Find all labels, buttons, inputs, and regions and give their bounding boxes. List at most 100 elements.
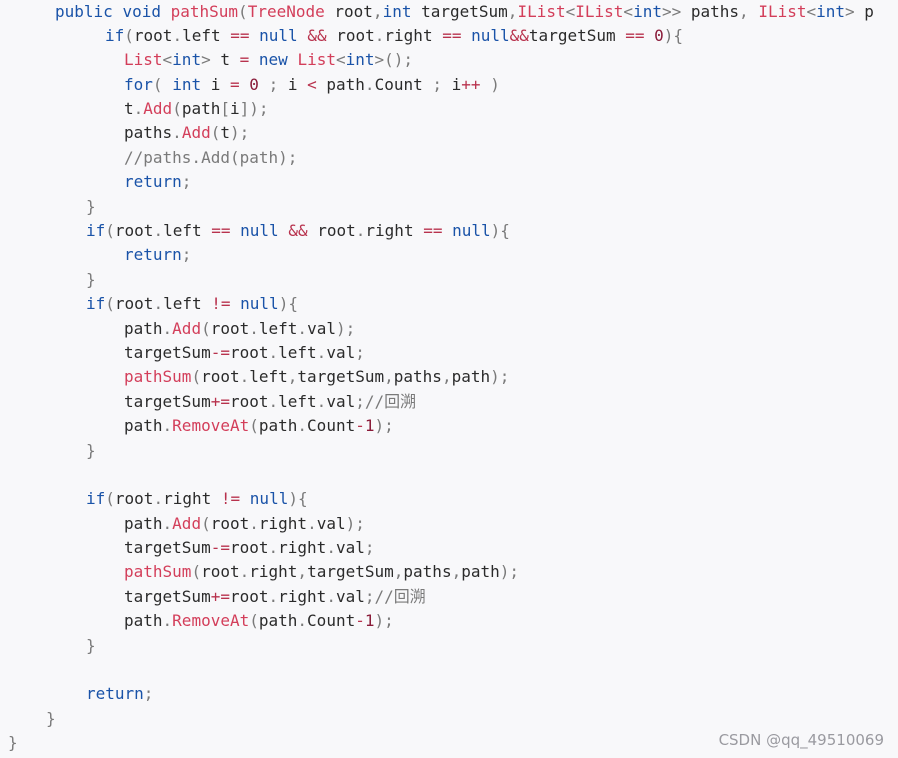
code-line: } bbox=[86, 268, 96, 292]
code-token: null bbox=[259, 26, 298, 45]
code-token: paths bbox=[403, 562, 452, 581]
code-token bbox=[161, 2, 171, 21]
code-token: == bbox=[442, 26, 462, 45]
code-token: 0 bbox=[654, 26, 664, 45]
code-token: ( bbox=[105, 221, 115, 240]
code-token: . bbox=[162, 514, 173, 533]
code-token: val bbox=[326, 392, 356, 411]
code-token: root bbox=[210, 319, 250, 338]
code-token: targetSum bbox=[528, 26, 626, 45]
code-token: path bbox=[124, 514, 163, 533]
code-token bbox=[240, 489, 250, 508]
code-token: += bbox=[210, 392, 230, 411]
code-token: < bbox=[623, 2, 634, 21]
code-token: root bbox=[133, 26, 173, 45]
code-token: , bbox=[507, 2, 518, 21]
code-token: if bbox=[86, 221, 106, 240]
code-token: ( bbox=[201, 514, 211, 533]
code-token: ( bbox=[201, 319, 211, 338]
code-token: int bbox=[172, 50, 202, 69]
code-line: return; bbox=[124, 243, 191, 267]
code-token: path bbox=[316, 75, 365, 94]
code-token bbox=[221, 26, 231, 45]
code-token: left bbox=[249, 367, 288, 386]
code-line: return; bbox=[124, 170, 191, 194]
code-token: right bbox=[278, 538, 327, 557]
code-token bbox=[240, 75, 250, 94]
code-token: ); bbox=[374, 611, 394, 630]
code-line: targetSum+=root.left.val;//回溯 bbox=[124, 390, 416, 414]
code-token: path bbox=[258, 416, 298, 435]
code-token: paths bbox=[393, 367, 442, 386]
code-token: RemoveAt bbox=[172, 416, 250, 435]
code-token: ){ bbox=[663, 26, 684, 45]
code-line: List<int> t = new List<int>(); bbox=[124, 48, 413, 72]
code-token: right bbox=[384, 26, 433, 45]
code-token: . bbox=[172, 123, 182, 142]
code-token: IList bbox=[517, 2, 566, 21]
code-token: i bbox=[201, 75, 230, 94]
code-token: , bbox=[393, 562, 404, 581]
code-token: path bbox=[451, 367, 491, 386]
code-token bbox=[645, 26, 655, 45]
code-token: . bbox=[162, 416, 173, 435]
code-token: < bbox=[335, 50, 346, 69]
code-token bbox=[298, 26, 308, 45]
code-token: paths bbox=[681, 2, 740, 21]
code-token: i bbox=[230, 99, 240, 118]
code-token: . bbox=[374, 26, 385, 45]
code-token: null bbox=[240, 221, 279, 240]
code-token bbox=[288, 50, 298, 69]
code-token: < bbox=[307, 75, 317, 94]
code-token: && bbox=[288, 221, 308, 240]
code-token: . bbox=[316, 343, 327, 362]
code-token: int bbox=[816, 2, 846, 21]
code-line: } bbox=[86, 634, 96, 658]
code-token: pathSum bbox=[124, 367, 192, 386]
code-line: path.Add(root.left.val); bbox=[124, 317, 355, 341]
code-line: if(root.left == null && root.right == nu… bbox=[86, 219, 510, 243]
code-token: i bbox=[442, 75, 462, 94]
code-token: //回溯 bbox=[374, 587, 426, 606]
code-token: . bbox=[239, 367, 250, 386]
code-token: ); bbox=[345, 514, 365, 533]
watermark: CSDN @qq_49510069 bbox=[718, 731, 884, 749]
code-token: void bbox=[122, 2, 161, 21]
code-token bbox=[481, 75, 491, 94]
code-token: //回溯 bbox=[364, 392, 417, 411]
code-token: targetSum bbox=[124, 343, 211, 362]
code-token: Add bbox=[143, 99, 173, 118]
code-line: } bbox=[8, 731, 18, 755]
code-token: IList bbox=[758, 2, 807, 21]
code-token: 0 bbox=[249, 75, 259, 94]
code-token: List bbox=[124, 50, 163, 69]
code-line: } bbox=[86, 195, 96, 219]
code-token: . bbox=[268, 392, 279, 411]
code-token: path bbox=[124, 416, 163, 435]
code-token: . bbox=[172, 26, 183, 45]
code-token: Add bbox=[181, 123, 211, 142]
code-token: -= bbox=[210, 538, 230, 557]
code-line: for( int i = 0 ; i < path.Count ; i++ ) bbox=[124, 73, 500, 97]
code-token: ++ bbox=[461, 75, 481, 94]
code-token: } bbox=[46, 709, 56, 728]
code-token: ); bbox=[499, 562, 520, 581]
code-token: . bbox=[162, 611, 173, 630]
code-token: p bbox=[854, 2, 874, 21]
code-token: if bbox=[86, 294, 106, 313]
code-token: = bbox=[239, 50, 250, 69]
code-token: new bbox=[258, 50, 288, 69]
code-token: ( bbox=[105, 489, 115, 508]
code-token: root bbox=[324, 2, 373, 21]
code-token bbox=[231, 294, 241, 313]
code-token: null bbox=[249, 489, 289, 508]
code-line: return; bbox=[86, 682, 153, 706]
code-line: } bbox=[86, 439, 96, 463]
code-token: == bbox=[423, 221, 443, 240]
code-token: null bbox=[240, 294, 279, 313]
code-token: right bbox=[278, 587, 327, 606]
code-token: left bbox=[163, 294, 202, 313]
code-token: , bbox=[372, 2, 383, 21]
code-token: += bbox=[210, 587, 230, 606]
code-token: return bbox=[124, 245, 182, 264]
